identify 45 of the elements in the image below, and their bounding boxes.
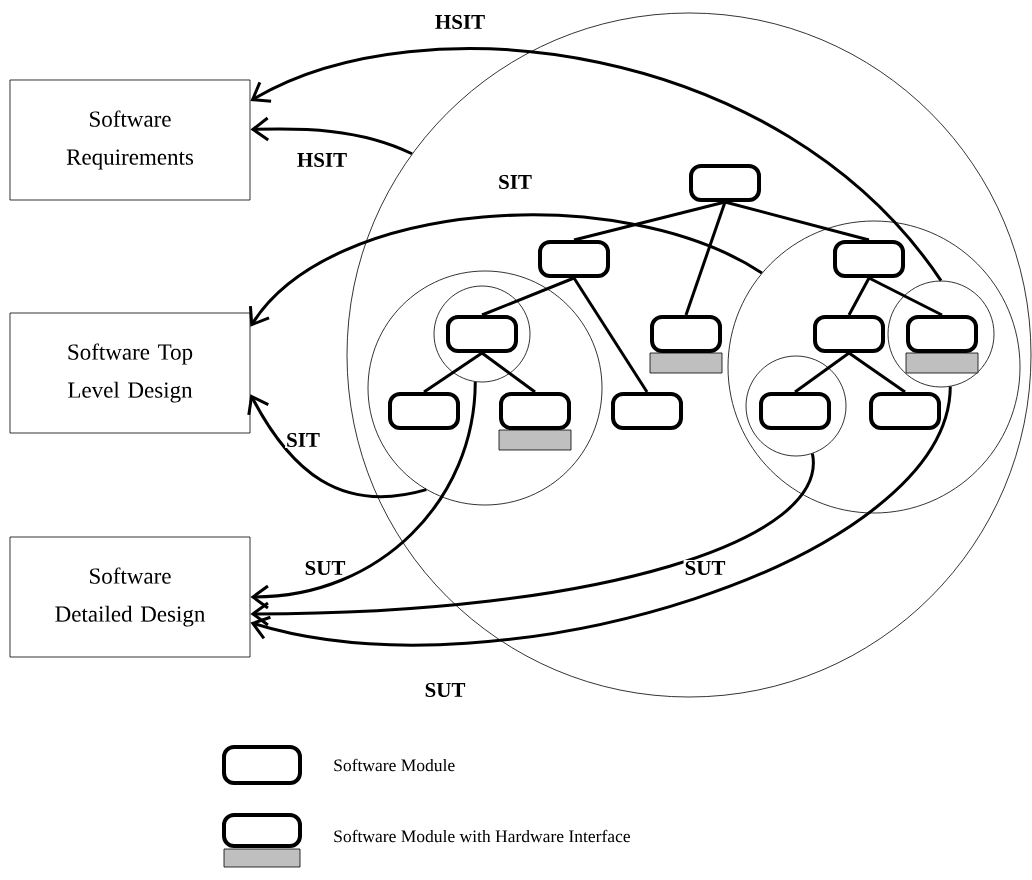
module-box xyxy=(813,315,885,353)
arrow xyxy=(250,47,943,282)
scope-circle xyxy=(346,12,1032,698)
module-box xyxy=(759,392,831,430)
tree-line xyxy=(481,351,536,394)
tree-line xyxy=(847,277,871,316)
hardware-module-drawing xyxy=(905,315,979,374)
arrow xyxy=(250,381,477,610)
legend-text: Software Module with Hardware Interface xyxy=(334,829,630,843)
edge-label: SUT xyxy=(683,559,727,577)
edge-label: SUT xyxy=(303,559,347,577)
module-box xyxy=(869,392,941,430)
arrow xyxy=(248,213,763,327)
edge-label: SUT xyxy=(423,681,467,699)
arrow xyxy=(250,116,413,156)
module-box xyxy=(611,392,683,430)
tree-line xyxy=(724,200,870,242)
tree-line xyxy=(684,201,727,316)
module-box xyxy=(446,315,518,353)
module-box xyxy=(388,392,460,430)
edge-label: SIT xyxy=(497,173,533,191)
module-box xyxy=(538,240,610,278)
edge-label: HSIT xyxy=(433,13,487,31)
phase-box: Software Requirements xyxy=(9,79,251,201)
arrow xyxy=(250,453,814,627)
tree-line xyxy=(868,276,943,317)
module-box xyxy=(689,164,761,202)
edge-label: SIT xyxy=(285,431,321,449)
phase-box: Software Top Level Design xyxy=(9,312,251,434)
hardware-module-drawing xyxy=(649,315,723,374)
scope-circle xyxy=(727,220,1021,514)
scope-circle xyxy=(887,280,995,388)
scope-circle xyxy=(367,270,603,506)
legend-text: Software Module xyxy=(334,758,455,772)
tree-line xyxy=(794,351,850,394)
hardware-module-drawing xyxy=(498,392,572,451)
tree-line xyxy=(481,276,575,317)
scope-circle xyxy=(433,285,531,383)
tree-line xyxy=(423,351,483,394)
arrow xyxy=(247,394,427,499)
phase-box: Software Detailed Design xyxy=(9,536,251,658)
edge-label: HSIT xyxy=(295,151,349,169)
tree-line xyxy=(572,277,649,393)
scope-circle xyxy=(745,355,847,457)
module-box xyxy=(833,240,905,278)
